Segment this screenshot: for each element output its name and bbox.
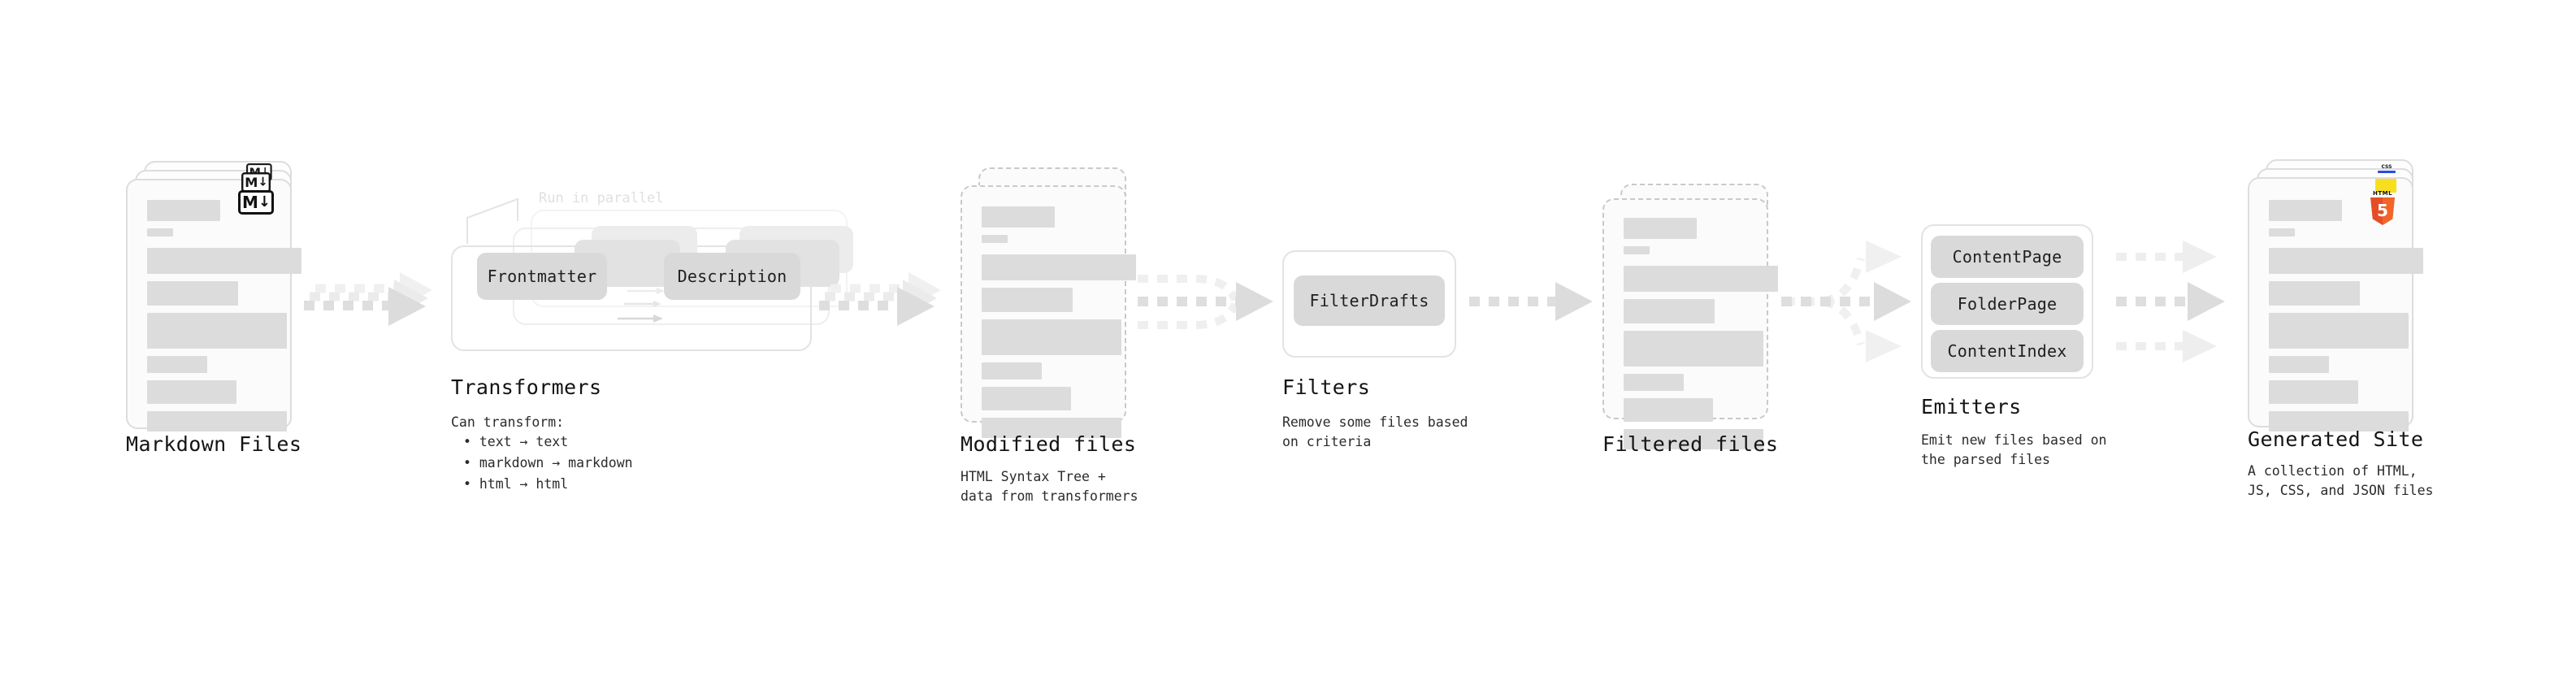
html5-icon-label: HTML	[2372, 190, 2393, 197]
arrow-filtered-to-emitters	[1781, 241, 1911, 362]
skeleton-bar	[982, 206, 1055, 228]
annotation-run-in-parallel: Run in parallel	[539, 190, 664, 206]
markdown-icon-arrow: ↓	[258, 193, 271, 210]
skeleton-bar	[2269, 228, 2295, 236]
skeleton-bar	[147, 411, 287, 432]
page-title-emitters: Emitters	[1921, 395, 2022, 419]
skeleton-bar	[2269, 248, 2423, 274]
skeleton-bar	[982, 319, 1121, 355]
markdown-icon-back-1: M↓	[241, 172, 271, 193]
subtitle-modified-files: HTML Syntax Tree + data from transformer…	[961, 469, 1138, 504]
skeleton-bar	[982, 235, 1008, 243]
markdown-card-front	[126, 179, 301, 432]
stage-filtered-files	[1602, 184, 1781, 449]
arrow-modified-to-filters	[1138, 275, 1273, 329]
chip-description[interactable]: Description	[664, 253, 800, 300]
filters-group	[1282, 250, 1456, 358]
skeleton-bar	[1624, 218, 1697, 239]
html5-icon: HTML 5	[2368, 190, 2397, 228]
subtitle-emitters: Emit new files based on the parsed files	[1921, 432, 2107, 467]
skeleton-bar	[2269, 356, 2329, 373]
html5-icon-shield: 5	[2370, 197, 2395, 225]
skeleton-bar	[1624, 398, 1713, 422]
js-icon	[2375, 179, 2396, 193]
skeleton-bar	[147, 228, 173, 236]
stage-generated-site: CSS HTML 5	[2248, 159, 2426, 432]
skeleton-bar	[982, 362, 1042, 380]
skeleton-bar	[1624, 331, 1763, 367]
transform-bullet-2: • html → html	[463, 476, 569, 492]
arrow-filters-to-filtered	[1469, 282, 1593, 321]
css-icon: CSS	[2378, 164, 2396, 174]
skeleton-bar	[1624, 266, 1778, 292]
chip-contentpage[interactable]: ContentPage	[1931, 236, 2084, 278]
chip-folderpage[interactable]: FolderPage	[1931, 283, 2084, 325]
page-title-transformers: Transformers	[451, 375, 602, 399]
markdown-icon-letter: M	[242, 193, 258, 212]
skeleton-bar	[147, 313, 287, 349]
page-title-filters: Filters	[1282, 375, 1371, 399]
stage-transformers: Frontmatter Description Run in parallel	[451, 190, 857, 364]
skeleton-bar	[147, 200, 220, 221]
skeleton-bar	[2269, 200, 2342, 221]
stage-markdown-files: M↓ M↓ M↓	[126, 161, 305, 432]
arrow-markdown-to-transformers	[304, 272, 432, 326]
page-title-generated-site: Generated Site	[2248, 427, 2424, 451]
html5-icon-five: 5	[2377, 201, 2388, 220]
skeleton-bar	[982, 387, 1071, 410]
page-title-modified-files: Modified files	[961, 432, 1137, 456]
skeleton-bar	[2269, 380, 2358, 404]
skeleton-bar	[2269, 411, 2409, 432]
skeleton-bar	[2269, 281, 2360, 306]
subtitle-transformers: Can transform:	[451, 414, 565, 430]
stage-modified-files	[961, 167, 1139, 438]
skeleton-bar	[1624, 429, 1763, 449]
emitters-group	[1921, 224, 2093, 379]
transform-bullet-1: • markdown → markdown	[463, 455, 633, 471]
chip-frontmatter[interactable]: Frontmatter	[477, 253, 607, 300]
page-title-filtered-files: Filtered files	[1602, 432, 1779, 456]
markdown-icon: M↓	[238, 190, 274, 215]
chip-filterdrafts[interactable]: FilterDrafts	[1294, 275, 1445, 326]
skeleton-bar	[1624, 374, 1684, 391]
filtered-card-front	[1602, 198, 1778, 449]
arrow-emitters-to-site	[2116, 241, 2225, 362]
skeleton-bar	[982, 418, 1121, 438]
skeleton-bar	[2269, 313, 2409, 349]
skeleton-bar	[147, 380, 236, 404]
subtitle-generated-site: A collection of HTML, JS, CSS, and JSON …	[2248, 463, 2434, 498]
subtitle-filters: Remove some files based on criteria	[1282, 414, 1468, 449]
skeleton-bar	[1624, 246, 1650, 254]
chip-contentindex[interactable]: ContentIndex	[1931, 330, 2084, 372]
skeleton-bar	[982, 254, 1136, 280]
skeleton-bar	[982, 288, 1073, 312]
css-icon-label: CSS	[2381, 164, 2392, 170]
transform-bullet-0: • text → text	[463, 434, 569, 449]
skeleton-bar	[147, 356, 207, 373]
page-title-markdown-files: Markdown Files	[126, 432, 302, 456]
css-icon-underline	[2378, 171, 2396, 173]
skeleton-bar	[147, 248, 301, 274]
skeleton-bar	[147, 281, 238, 306]
modified-card-front	[961, 185, 1136, 438]
skeleton-bar	[1624, 299, 1715, 323]
